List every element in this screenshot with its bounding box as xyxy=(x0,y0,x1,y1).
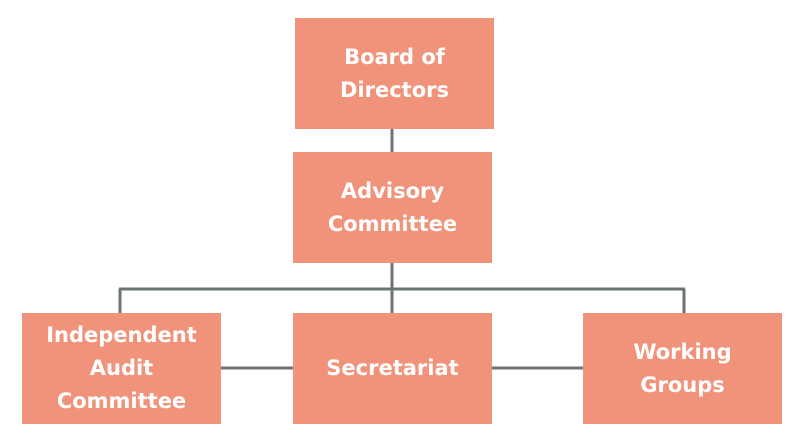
node-board-of-directors: Board of Directors xyxy=(295,18,494,129)
node-secretariat: Secretariat xyxy=(293,313,492,424)
node-independent-audit-committee: Independent Audit Committee xyxy=(22,313,221,424)
node-advisory-committee-label: Advisory Committee xyxy=(327,178,458,236)
node-working-groups-label: Working Groups xyxy=(633,339,732,397)
node-secretariat-label: Secretariat xyxy=(326,356,459,380)
node-advisory-committee: Advisory Committee xyxy=(293,152,492,263)
node-board-of-directors-label: Board of Directors xyxy=(340,44,449,102)
node-working-groups: Working Groups xyxy=(583,313,782,424)
node-independent-audit-committee-label: Independent Audit Committee xyxy=(46,323,197,413)
